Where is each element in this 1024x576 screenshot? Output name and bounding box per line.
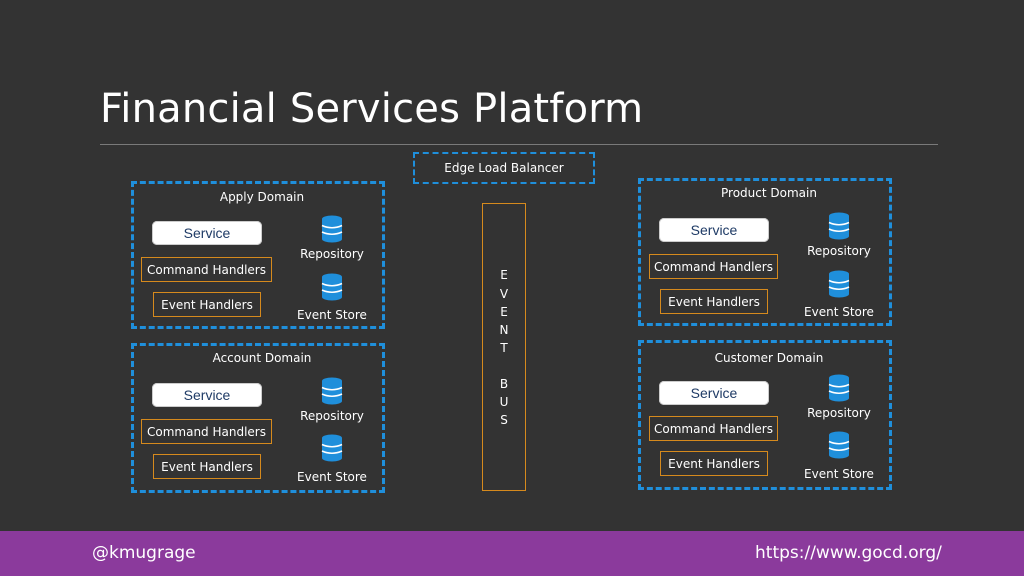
- apply-repository-label: Repository: [300, 247, 364, 261]
- title-divider: [100, 144, 938, 145]
- edge-load-balancer-box: [413, 152, 595, 184]
- event-bus-letter: B: [499, 377, 509, 391]
- customer-repository-label: Repository: [807, 406, 871, 420]
- product-domain-box: [638, 178, 892, 326]
- account-repository-label: Repository: [300, 409, 364, 423]
- event-bus-letter: E: [500, 268, 508, 282]
- account-domain-label: Account Domain: [212, 351, 312, 365]
- event-bus-box: [482, 203, 526, 491]
- account-service-button: Service: [152, 383, 262, 407]
- account-repository-database-icon: [321, 377, 343, 405]
- product-domain-label: Product Domain: [721, 186, 817, 200]
- event-bus-letter: E: [500, 305, 508, 319]
- apply-repository-database-icon: [321, 215, 343, 243]
- product-event-store-label: Event Store: [804, 305, 874, 319]
- product-command-handlers: Command Handlers: [649, 254, 778, 279]
- apply-event-store-label: Event Store: [297, 308, 367, 322]
- apply-event-store-database-icon: [321, 273, 343, 301]
- event-bus-letter: V: [499, 287, 509, 301]
- apply-domain-box: [131, 181, 385, 329]
- footer-author-handle: @kmugrage: [92, 543, 196, 563]
- page-title: Financial Services Platform: [100, 86, 644, 132]
- edge-load-balancer-label: Edge Load Balancer: [444, 161, 564, 175]
- apply-event-handlers: Event Handlers: [153, 292, 261, 317]
- apply-command-handlers: Command Handlers: [141, 257, 272, 282]
- customer-service-button: Service: [659, 381, 769, 405]
- product-repository-database-icon: [828, 212, 850, 240]
- product-event-handlers: Event Handlers: [660, 289, 768, 314]
- footer-bar: [0, 531, 1024, 576]
- customer-event-store-database-icon: [828, 431, 850, 459]
- product-service-button: Service: [659, 218, 769, 242]
- product-event-store-database-icon: [828, 270, 850, 298]
- account-command-handlers: Command Handlers: [141, 419, 272, 444]
- account-event-store-database-icon: [321, 434, 343, 462]
- apply-domain-label: Apply Domain: [219, 190, 305, 204]
- account-event-handlers: Event Handlers: [153, 454, 261, 479]
- customer-event-handlers: Event Handlers: [660, 451, 768, 476]
- customer-command-handlers: Command Handlers: [649, 416, 778, 441]
- product-repository-label: Repository: [807, 244, 871, 258]
- event-bus-letter: S: [500, 413, 508, 427]
- footer-website-link[interactable]: https://www.gocd.org/: [755, 543, 942, 563]
- customer-repository-database-icon: [828, 374, 850, 402]
- customer-domain-box: [638, 340, 892, 490]
- account-domain-box: [131, 343, 385, 493]
- event-bus-letter: N: [499, 323, 509, 337]
- customer-domain-label: Customer Domain: [714, 351, 824, 365]
- apply-service-button: Service: [152, 221, 262, 245]
- customer-event-store-label: Event Store: [804, 467, 874, 481]
- account-event-store-label: Event Store: [297, 470, 367, 484]
- event-bus-letter: T: [500, 341, 508, 355]
- event-bus-letter: U: [499, 395, 509, 409]
